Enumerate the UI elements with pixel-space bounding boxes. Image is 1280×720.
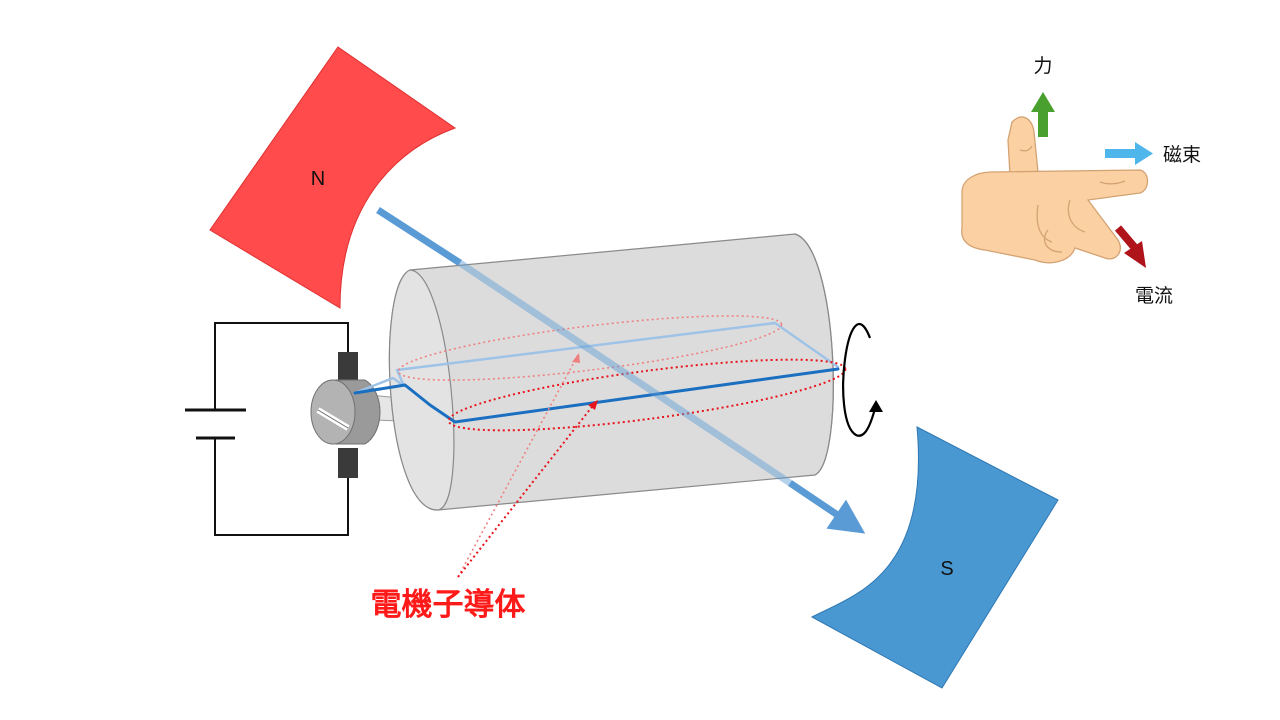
conductor-lower-highlight [447, 358, 847, 432]
flux-label: 磁束 [1163, 144, 1201, 166]
conductor-lower [353, 367, 840, 424]
conductor-upper-highlight [397, 315, 783, 381]
force-label: 力 [1033, 55, 1052, 77]
circuit-wire-bottom [214, 438, 349, 536]
armature-cylinder [388, 233, 834, 511]
north-pole-label: N [311, 168, 325, 190]
armature-conductor-label: 電機子導体 [371, 587, 526, 623]
current-label: 電流 [1135, 285, 1173, 307]
flux-arrow [1105, 142, 1153, 165]
south-pole: S [810, 426, 1059, 689]
cylinder-back-edge [794, 233, 834, 476]
circuit-wire-top [214, 322, 349, 410]
rotation-arrow [842, 323, 878, 437]
left-hand-rule-legend: 力 磁束 電流 [961, 55, 1201, 307]
cylinder-front-face [388, 269, 455, 511]
brush-bottom [338, 448, 358, 478]
hand-icon [961, 116, 1149, 264]
flux-line-through [458, 260, 792, 486]
flux-line-front [788, 480, 866, 534]
north-pole: N [209, 46, 457, 309]
south-pole-label: S [940, 558, 953, 580]
conductor-upper [353, 321, 840, 395]
south-pole-magnet [810, 426, 1059, 689]
leader-arrowhead-lower [588, 400, 598, 410]
battery-circuit [185, 322, 349, 536]
brush-top [338, 352, 358, 388]
north-pole-magnet [209, 46, 457, 309]
leader-line-lower [457, 402, 596, 578]
force-arrow [1031, 92, 1055, 137]
leader-arrowhead-upper [572, 353, 580, 363]
flux-line-back [376, 207, 462, 266]
armature-winding [353, 321, 840, 424]
commutator [310, 379, 381, 445]
rotation-arrowhead [869, 400, 883, 412]
current-arrow [1114, 225, 1146, 268]
rotation-indicator [842, 323, 883, 437]
